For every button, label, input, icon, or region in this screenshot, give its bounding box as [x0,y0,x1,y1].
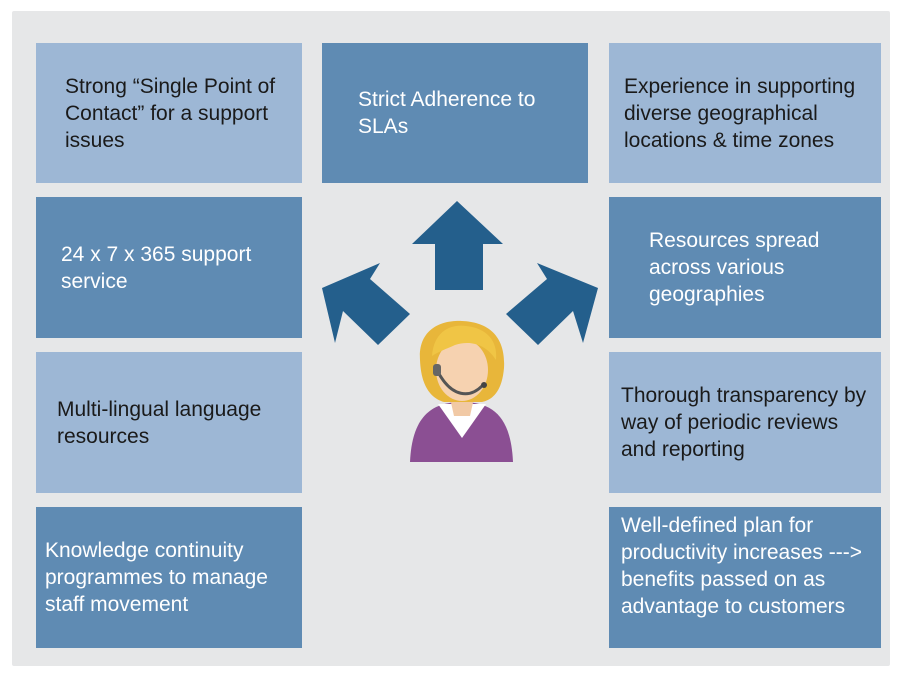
box-transparency-text: Thorough transparency by way of periodic… [621,384,867,461]
box-single-point-of-contact-text: Strong “Single Point of Contact” for a s… [65,74,276,152]
box-productivity-plan: Well-defined plan for productivity incre… [609,507,881,648]
box-resources-spread-text: Resources spread across various geograph… [649,229,820,306]
box-geographical-experience-text: Experience in supporting diverse geograp… [624,74,856,152]
box-resources-spread: Resources spread across various geograph… [609,197,881,338]
box-transparency: Thorough transparency by way of periodic… [609,352,881,493]
box-strict-adherence-slas: Strict Adherence to SLAs [322,43,588,183]
box-support-service-text: 24 x 7 x 365 support service [61,243,252,293]
box-strict-adherence-slas-text: Strict Adherence to SLAs [358,88,536,138]
box-geographical-experience: Experience in supporting diverse geograp… [609,43,881,183]
box-productivity-plan-text: Well-defined plan for productivity incre… [621,514,862,618]
box-single-point-of-contact: Strong “Single Point of Contact” for a s… [36,43,302,183]
box-multilingual-text: Multi-lingual language resources [57,397,262,448]
box-knowledge-continuity: Knowledge continuity programmes to manag… [36,507,302,648]
box-knowledge-continuity-text: Knowledge continuity programmes to manag… [45,539,268,616]
box-multilingual: Multi-lingual language resources [36,352,302,493]
box-support-service: 24 x 7 x 365 support service [36,197,302,338]
